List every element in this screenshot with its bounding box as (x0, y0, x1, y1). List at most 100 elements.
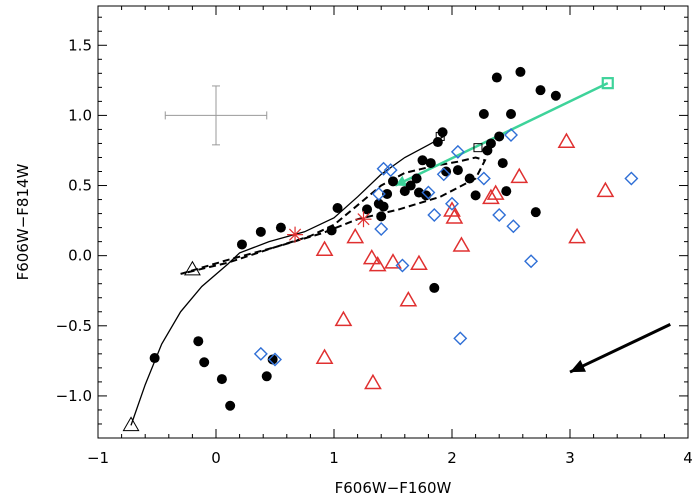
x-tick-label: 4 (683, 449, 693, 467)
open-triangle-point (557, 132, 576, 149)
filled-circle-point (530, 207, 541, 218)
y-tick-label: 1.5 (68, 36, 92, 54)
y-axis-label: F606W−F814W (14, 163, 32, 280)
open-square-point (435, 131, 445, 141)
open-diamond-point (445, 196, 459, 211)
open-diamond-point (506, 219, 521, 234)
open-diamond-point (268, 352, 282, 367)
open-diamond-point (524, 254, 539, 269)
open-triangle-point (346, 227, 365, 244)
open-diamond-point (395, 258, 410, 273)
reddening-vector-arrowhead (570, 359, 586, 373)
open-triangle-point (482, 188, 500, 205)
filled-circle-point (491, 72, 502, 83)
asterisk-point-stroke (288, 228, 302, 241)
open-triangle-point (362, 248, 381, 265)
open-triangle-point (315, 240, 334, 257)
data-points (122, 66, 639, 432)
filled-circle-point (417, 155, 428, 166)
open-diamond-point (383, 163, 398, 178)
filled-circle-point (382, 188, 393, 199)
open-diamond-point (421, 185, 436, 200)
open-diamond-point (371, 186, 386, 201)
y-tick-label: 1.0 (68, 106, 92, 124)
filled-circle-point (193, 336, 204, 347)
open-triangle-point (443, 201, 461, 217)
open-diamond-point (492, 207, 507, 222)
filled-circle-point (432, 137, 443, 148)
filled-circle-point (199, 357, 210, 368)
open-triangle-point (510, 167, 529, 184)
filled-circle-point (267, 354, 278, 365)
filled-circle-point (506, 109, 516, 119)
open-triangle-point (486, 184, 505, 200)
filled-circle-point (429, 282, 440, 293)
filled-circle-point (470, 190, 481, 201)
filled-circle-point (149, 353, 160, 364)
plot-frame (97, 5, 689, 439)
solid-model-curve (130, 135, 445, 426)
filled-circle-point (236, 239, 247, 250)
open-triangle-point (596, 181, 615, 198)
filled-circle-point (478, 109, 489, 119)
open-triangle-point (368, 255, 387, 272)
filled-circle-point (464, 173, 475, 184)
reddening-vector-shaft (569, 323, 671, 374)
green-vector-arrowhead (395, 175, 408, 187)
open-diamond-point (427, 207, 442, 222)
filled-circle-point (332, 202, 343, 213)
filled-circle-point (501, 186, 512, 197)
filled-circle-point (452, 165, 463, 176)
filled-circle-point (326, 225, 337, 236)
filled-circle-point (497, 158, 508, 169)
open-diamond-point (624, 171, 639, 186)
open-triangle-point (410, 254, 428, 271)
filled-circle-point (535, 85, 546, 96)
y-tick-label: −1.0 (56, 387, 92, 405)
annotations (164, 77, 671, 374)
open-square-point (473, 143, 483, 153)
x-axis-label: F606W−F160W (335, 479, 452, 497)
x-tick-label: −1 (87, 449, 109, 467)
x-tick-label: 1 (329, 449, 339, 467)
filled-circle-point (494, 131, 505, 142)
open-diamond-point (450, 144, 465, 159)
y-tick-label: 0.5 (68, 177, 92, 195)
open-triangle-point (568, 227, 586, 244)
axis-ticks (97, 6, 689, 439)
open-triangle-point (452, 236, 471, 252)
filled-circle-point (255, 226, 266, 237)
filled-circle-point (425, 158, 436, 169)
open-triangle-point (445, 208, 464, 224)
filled-circle-point (378, 201, 389, 212)
filled-circle-point (261, 371, 272, 382)
open-diamond-point (436, 167, 451, 182)
open-diamond-point (374, 222, 389, 237)
x-tick-label: 2 (447, 449, 457, 467)
filled-circle-point (550, 90, 561, 101)
filled-circle-point (275, 222, 286, 233)
open-triangle-point (122, 416, 140, 432)
open-diamond-point (453, 331, 468, 346)
asterisk-point-stroke (357, 213, 370, 226)
open-diamond-point (476, 171, 491, 186)
filled-circle-point (405, 180, 416, 191)
model-curves (130, 135, 487, 426)
open-triangle-point (334, 310, 353, 327)
y-tick-label: 0.0 (68, 247, 92, 265)
open-triangle-point (384, 253, 402, 269)
open-diamond-point (504, 128, 518, 143)
filled-circle-point (216, 374, 227, 385)
filled-circle-point (376, 211, 387, 222)
open-triangle-point (364, 373, 382, 390)
open-triangle-point (183, 260, 201, 276)
open-triangle-point (315, 348, 334, 365)
y-tick-label: −0.5 (56, 317, 92, 335)
filled-circle-point (485, 138, 496, 149)
open-triangle-point (399, 291, 418, 307)
filled-circle-point (515, 66, 526, 77)
filled-circle-point (225, 400, 236, 411)
